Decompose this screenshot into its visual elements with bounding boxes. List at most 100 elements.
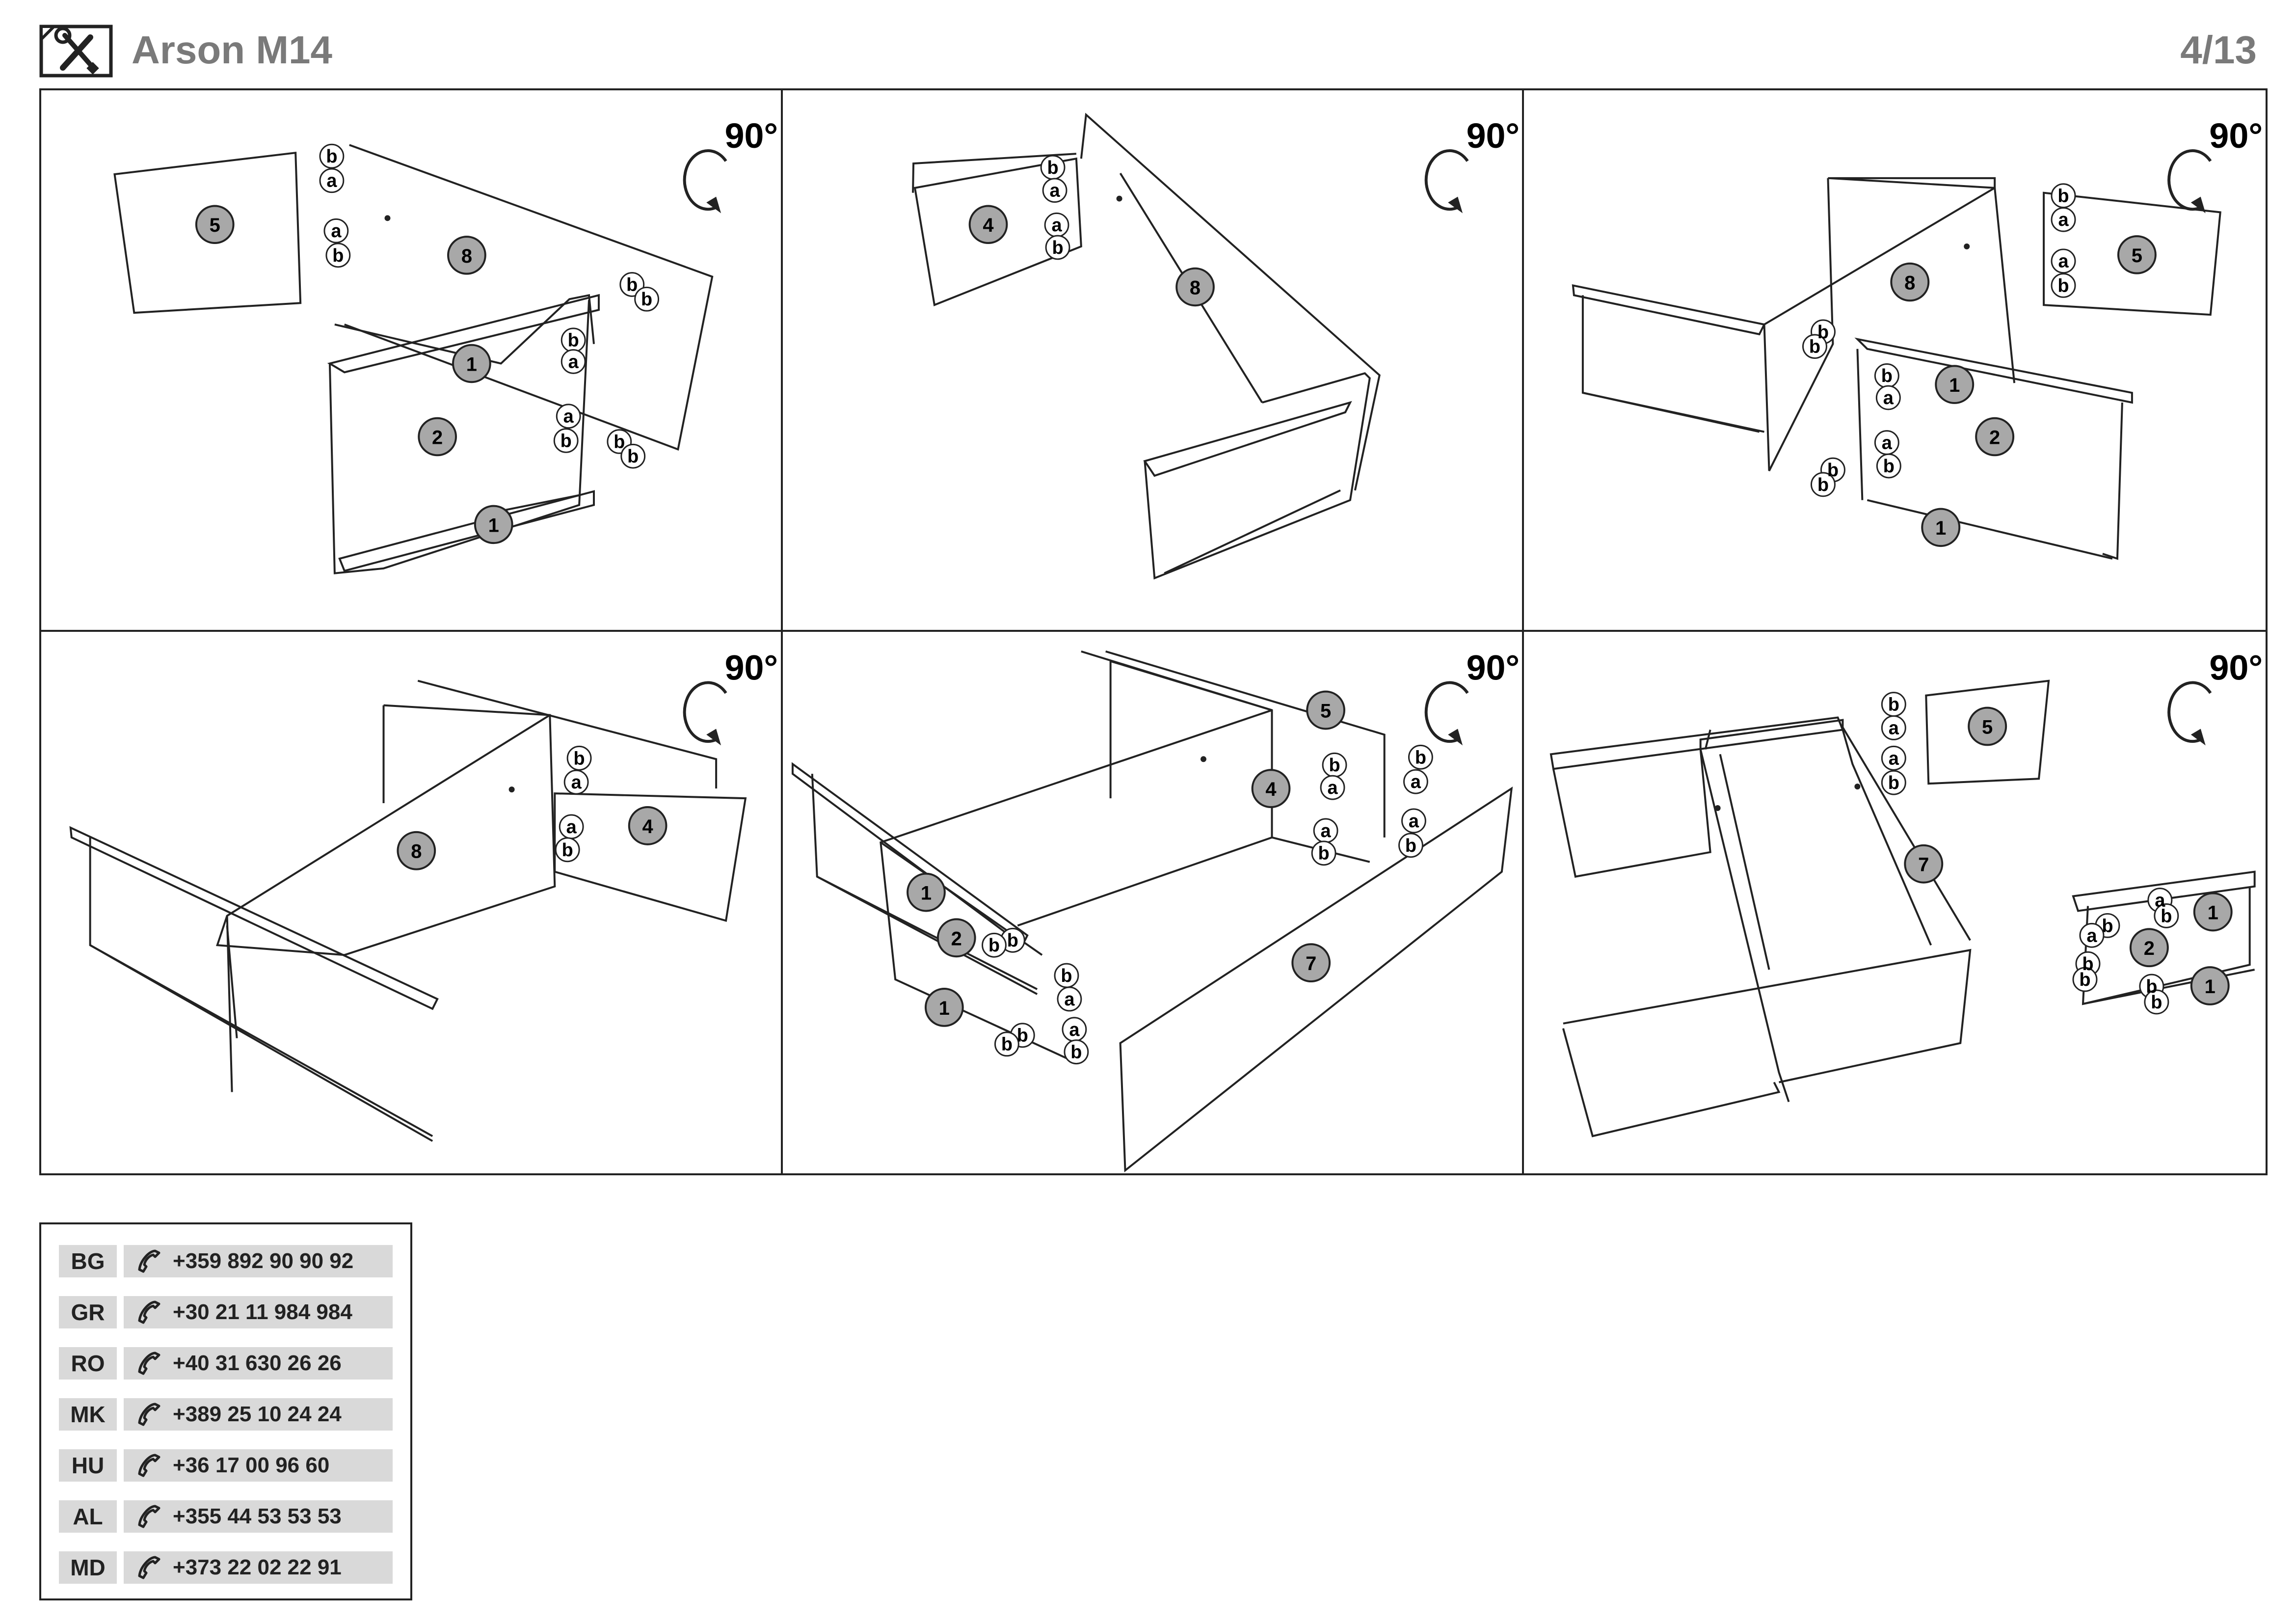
contact-row-ro: RO +40 31 630 26 26 <box>59 1347 393 1380</box>
connector-label: b <box>2161 906 2172 926</box>
connector-label: b <box>1817 322 1829 343</box>
phone-number-cell: +359 892 90 90 92 <box>124 1245 393 1277</box>
connector-label: b <box>2058 275 2069 296</box>
connector-label: b <box>1007 930 1018 951</box>
connector-label: b <box>562 840 573 861</box>
phone-icon <box>138 1556 160 1579</box>
part-label: 7 <box>1306 953 1316 974</box>
assembly-step-4: 8 4 b a a b 90° <box>41 632 783 1173</box>
connector-label: a <box>2155 891 2166 911</box>
connector-label: b <box>1888 773 1899 793</box>
svg-text:90°: 90° <box>2210 116 2263 156</box>
connector-label: b <box>1061 966 1072 986</box>
phone-icon <box>138 1352 160 1375</box>
connector-label: a <box>326 171 337 191</box>
part-label: 1 <box>466 353 477 375</box>
assembly-step-5: 5 4 7 1 2 1 b a a b <box>783 632 1524 1173</box>
connector-label: b <box>332 245 344 266</box>
part-label: 2 <box>1989 427 2000 449</box>
connector-label: b <box>1329 755 1340 776</box>
contact-row-hu: HU +36 17 00 96 60 <box>59 1449 393 1482</box>
rotate-90-icon: 90° <box>1424 649 1520 746</box>
connector-label: a <box>1409 811 1419 832</box>
phone-number: +30 21 11 984 984 <box>173 1300 352 1324</box>
svg-text:90°: 90° <box>725 649 778 688</box>
contact-row-md: MD +373 22 02 22 91 <box>59 1551 393 1584</box>
rotate-90-icon: 90° <box>683 649 778 746</box>
connector-label: b <box>626 274 638 295</box>
connector-label: b <box>1052 238 1063 258</box>
phone-number: +373 22 02 22 91 <box>173 1555 342 1579</box>
connector-label: b <box>1318 843 1329 864</box>
phone-number-cell: +36 17 00 96 60 <box>124 1449 393 1482</box>
connector-label: a <box>566 817 577 838</box>
connector-label: a <box>1051 215 1062 236</box>
svg-text:90°: 90° <box>725 116 778 156</box>
part-label: 8 <box>461 245 472 267</box>
connector-label: b <box>1405 836 1416 856</box>
connector-label: b <box>614 432 625 452</box>
connector-label: a <box>1049 181 1060 201</box>
part-label: 4 <box>1265 779 1276 800</box>
part-label: 8 <box>411 841 422 863</box>
connector-label: b <box>2080 970 2091 990</box>
assembly-step-1: 5 8 1 2 1 b a a b b b b <box>41 90 783 632</box>
connector-label: b <box>1070 1042 1082 1063</box>
connector-label: b <box>641 289 652 310</box>
support-contacts: BG +359 892 90 90 92 GR +30 21 11 984 98… <box>39 1222 412 1600</box>
phone-number-cell: +373 22 02 22 91 <box>124 1551 393 1584</box>
phone-number: +359 892 90 90 92 <box>173 1249 354 1273</box>
connector-label: a <box>2087 925 2098 946</box>
connector-label: b <box>561 431 572 451</box>
part-label: 4 <box>983 215 993 236</box>
phone-number: +389 25 10 24 24 <box>173 1402 342 1426</box>
phone-icon <box>138 1505 160 1528</box>
connector-label: a <box>568 352 579 372</box>
page-title: Arson M14 <box>132 28 332 72</box>
country-code: RO <box>59 1347 117 1380</box>
connector-label: a <box>1069 1020 1080 1040</box>
connector-label: a <box>1883 388 1894 408</box>
connector-label: b <box>1016 1026 1028 1046</box>
part-label: 5 <box>210 215 220 236</box>
connector-label: a <box>2058 251 2069 272</box>
country-code: GR <box>59 1296 117 1328</box>
connector-label: b <box>1415 747 1426 768</box>
page-number: 4/13 <box>2180 28 2257 72</box>
connector-label: b <box>627 446 639 467</box>
part-label: 2 <box>2144 938 2155 959</box>
connector-label: a <box>1889 748 1899 769</box>
phone-number: +36 17 00 96 60 <box>173 1453 330 1477</box>
connector-label: a <box>571 772 582 793</box>
assembly-step-6: 5 7 1 2 1 b a a b b a a <box>1524 632 2266 1173</box>
phone-number-cell: +355 44 53 53 53 <box>124 1500 393 1533</box>
connector-label: b <box>574 748 585 769</box>
part-label: 1 <box>921 883 932 904</box>
contact-row-mk: MK +389 25 10 24 24 <box>59 1398 393 1431</box>
country-code: BG <box>59 1245 117 1277</box>
phone-number-cell: +389 25 10 24 24 <box>124 1398 393 1431</box>
part-label: 1 <box>938 998 949 1019</box>
phone-number-cell: +40 31 630 26 26 <box>124 1347 393 1380</box>
connector-label: b <box>326 146 337 167</box>
part-label: 2 <box>432 427 443 448</box>
country-code: MD <box>59 1551 117 1584</box>
connector-label: a <box>2058 210 2069 230</box>
connector-label: b <box>2151 992 2163 1013</box>
contact-row-bg: BG +359 892 90 90 92 <box>59 1245 393 1277</box>
part-label: 5 <box>2132 245 2142 267</box>
connector-label: b <box>2146 976 2158 997</box>
phone-icon <box>138 1249 160 1273</box>
connector-label: b <box>2102 916 2113 936</box>
connector-label: a <box>1327 778 1338 798</box>
connector-label: b <box>1817 475 1829 495</box>
part-label: 1 <box>2205 976 2216 998</box>
connector-label: a <box>563 406 574 427</box>
connector-label: b <box>1827 460 1839 481</box>
part-label: 1 <box>488 514 499 536</box>
phone-number: +355 44 53 53 53 <box>173 1504 342 1528</box>
svg-text:90°: 90° <box>1466 649 1519 688</box>
connector-label: a <box>1882 433 1893 453</box>
connector-label: b <box>1047 158 1058 178</box>
country-code: AL <box>59 1500 117 1533</box>
